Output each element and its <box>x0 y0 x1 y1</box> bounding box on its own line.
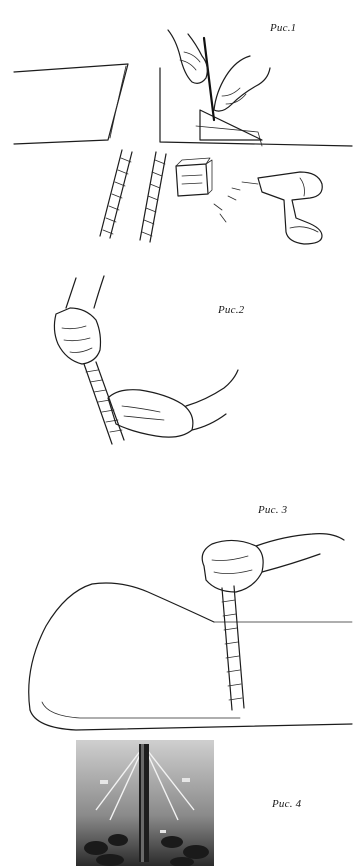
square-ruler <box>200 110 262 140</box>
twisted-rod <box>84 362 124 444</box>
hand-left <box>168 30 207 83</box>
screws <box>214 188 240 222</box>
figure-2-illustration <box>0 268 357 478</box>
arm-lower <box>186 370 238 430</box>
carpet-roll <box>29 583 214 710</box>
drill-icon <box>242 172 322 244</box>
arm-upper <box>66 276 104 308</box>
figure-3: Рис. 3 <box>0 492 357 732</box>
hand-right <box>214 56 270 111</box>
figure-2: Рис.2 <box>0 268 357 478</box>
twisted-rod-2 <box>140 152 166 242</box>
fastener-box <box>176 158 212 196</box>
figure-4-photo <box>0 740 357 866</box>
hand <box>202 540 263 592</box>
twisted-rod-1 <box>100 150 132 238</box>
figure-1-illustration <box>0 0 357 260</box>
figure-3-illustration <box>0 492 357 732</box>
carpet-sheet-right <box>160 68 352 146</box>
twisted-rod <box>222 586 244 710</box>
figure-4: Рис. 4 <box>0 740 357 866</box>
hand-upper <box>54 308 100 364</box>
figure-1: Рис.1 <box>0 0 357 260</box>
arm <box>256 534 344 572</box>
